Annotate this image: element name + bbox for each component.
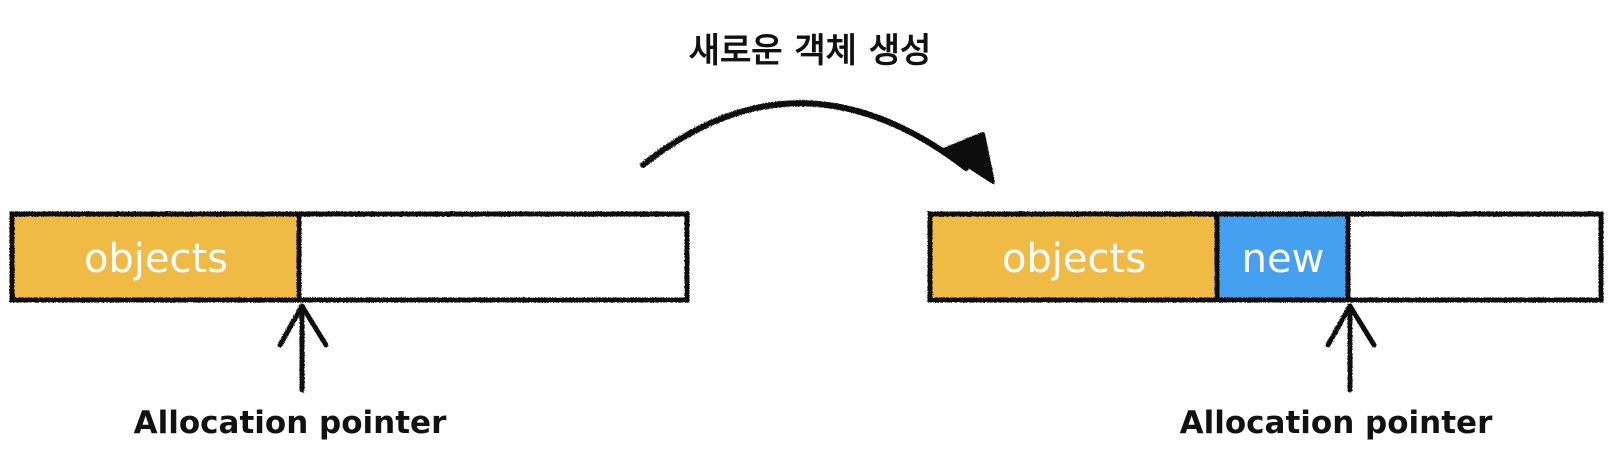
pointer-arrow-after (1325, 303, 1377, 393)
transition-arrow-curve (640, 100, 969, 171)
pointer-label-after: Allocation pointer (1180, 405, 1493, 441)
free-space-before (299, 214, 687, 300)
memory-bar-before: objects (9, 211, 690, 303)
memory-bar-after: objects new (927, 211, 1604, 303)
pointer-label-before: Allocation pointer (134, 405, 447, 441)
transition-arrow-head (942, 132, 995, 184)
memory-bar-after-outline (927, 211, 1604, 303)
objects-block-after (930, 214, 1217, 300)
objects-label-after: objects (1002, 236, 1146, 282)
pointer-arrow-before (277, 303, 329, 393)
free-space-after (1348, 214, 1601, 300)
memory-bar-before-outline (9, 211, 690, 303)
diagram-title: 새로운 객체 생성 (689, 31, 932, 71)
objects-label-before: objects (84, 236, 228, 282)
transition-arrow (640, 100, 995, 184)
new-label: new (1242, 236, 1325, 282)
new-object-block (1217, 214, 1348, 300)
objects-block-before (12, 214, 299, 300)
